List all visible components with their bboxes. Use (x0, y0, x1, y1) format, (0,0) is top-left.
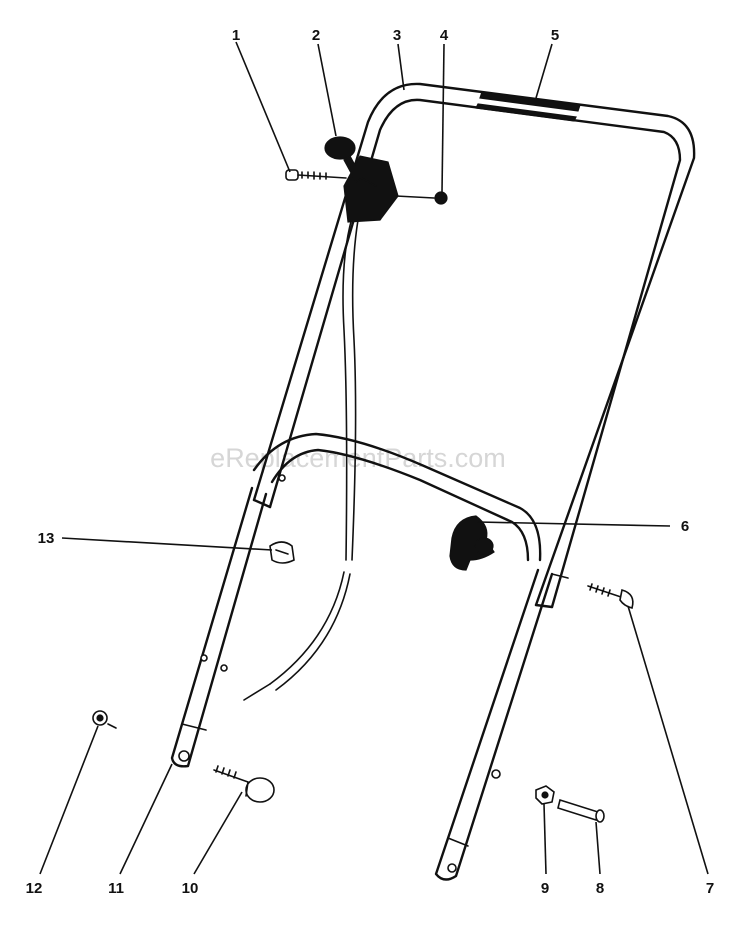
part-label-8: 8 (596, 880, 604, 897)
cable-clip (269, 541, 295, 564)
part-label-9: 9 (541, 880, 549, 897)
handle-bolt-hole (447, 863, 457, 873)
part-label-7: 7 (706, 880, 714, 897)
handle-hole (200, 654, 208, 662)
control-cable (243, 217, 359, 701)
part-label-2: 2 (312, 27, 320, 44)
part-label-4: 4 (440, 27, 449, 44)
control-screw (285, 169, 347, 181)
part-label-13: 13 (38, 530, 55, 547)
part-labels: 1 2 3 4 5 6 7 8 9 10 11 12 13 (26, 27, 715, 897)
part-label-10: 10 (182, 880, 199, 897)
handle-nut (92, 710, 117, 729)
control-lever (324, 136, 399, 223)
handle-bolt-hole (178, 750, 190, 762)
part-label-12: 12 (26, 880, 43, 897)
handle-hole (220, 664, 228, 672)
handle-bolt (213, 765, 275, 803)
handle-knob (449, 515, 495, 571)
lock-nut (535, 785, 555, 805)
part-label-1: 1 (232, 27, 240, 44)
lower-handle (170, 432, 554, 881)
part-label-11: 11 (108, 880, 124, 897)
part-label-6: 6 (681, 518, 689, 535)
handle-hole (278, 474, 286, 482)
handle-grip (475, 91, 581, 122)
spacer-bolt (557, 798, 605, 823)
handle-hole (491, 769, 501, 779)
part-label-5: 5 (551, 27, 559, 44)
bolt-axis (551, 573, 569, 579)
leader-lines (39, 41, 709, 875)
carriage-bolt (587, 583, 634, 609)
control-nut (395, 191, 448, 205)
part-label-3: 3 (393, 27, 401, 44)
